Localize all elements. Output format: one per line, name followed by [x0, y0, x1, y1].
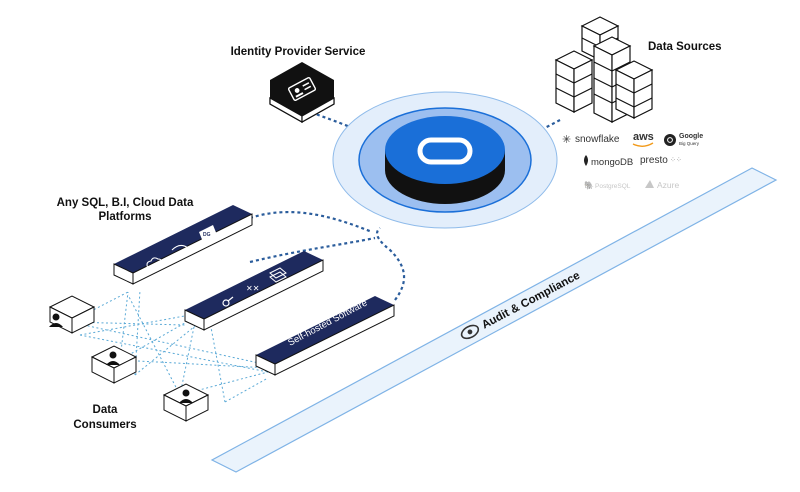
svg-text:✕✕: ✕✕ [246, 284, 259, 293]
data-source-logos: ✳ snowflake aws Google Big Query mongoDB… [562, 131, 703, 190]
database-tile-icon: DG [199, 225, 217, 242]
user-icon [49, 313, 63, 327]
tableau-icon: ✕✕ [246, 284, 259, 293]
stack-layers-icon [269, 267, 287, 283]
connector-platform-2 [249, 236, 376, 264]
audit-label: Audit & Compliance [480, 270, 582, 332]
aws-logo: aws [632, 131, 654, 147]
svg-text:snowflake: snowflake [575, 134, 620, 145]
id-card-icon [287, 77, 317, 101]
key-icon [222, 296, 234, 307]
consumers-label-line1: Data [93, 404, 119, 416]
svg-text:presto: presto [640, 155, 668, 166]
svg-text:DG: DG [203, 232, 211, 238]
connector-self-hosted [375, 227, 406, 301]
central-hub [332, 91, 558, 229]
consumer-mesh [69, 289, 269, 403]
cyral-logo-icon [417, 137, 473, 165]
connector-platform-1 [249, 210, 373, 234]
azure-logo: Azure [645, 180, 679, 190]
svg-text:🐘: 🐘 [584, 181, 594, 190]
identity-provider-box [269, 62, 335, 124]
snowflake-logo: ✳ snowflake [562, 134, 620, 146]
svg-text:⁘⁘: ⁘⁘ [670, 157, 682, 164]
data-sources-stack [554, 16, 654, 123]
data-sources-label: Data Sources [648, 41, 722, 53]
identity-provider-label: Identity Provider Service [231, 46, 366, 58]
svg-text:Google: Google [679, 133, 703, 140]
user-icon [106, 351, 120, 365]
svg-text:Big Query: Big Query [679, 141, 700, 146]
postgresql-logo: 🐘 PostgreSQL [584, 181, 631, 190]
consumer-box-3 [162, 383, 210, 422]
mongodb-logo: mongoDB [584, 155, 633, 168]
svg-text:PostgreSQL: PostgreSQL [595, 183, 631, 190]
eye-icon [460, 324, 480, 340]
platform-bar-2: ✕✕ [184, 251, 324, 331]
platform-bar-3: Self-hosted Software [255, 296, 395, 376]
presto-logo: presto ⁘⁘ [640, 155, 682, 166]
platform-bar-1: DG [113, 205, 253, 285]
svg-text:mongoDB: mongoDB [591, 157, 633, 168]
svg-text:Azure: Azure [657, 180, 679, 190]
platforms-label-line1: Any SQL, B.I, Cloud Data [57, 197, 194, 209]
consumer-box-1 [48, 295, 96, 334]
svg-text:aws: aws [633, 131, 654, 143]
svg-text:✳: ✳ [562, 134, 571, 146]
user-icon [179, 389, 193, 403]
cloud-icon [146, 257, 163, 269]
consumer-box-2 [90, 345, 138, 384]
google-bigquery-logo: Google Big Query [664, 133, 703, 146]
consumers-label-line2: Consumers [73, 419, 136, 431]
platforms-label-line2: Platforms [98, 211, 151, 223]
mysql-dolphin-icon [171, 244, 190, 255]
